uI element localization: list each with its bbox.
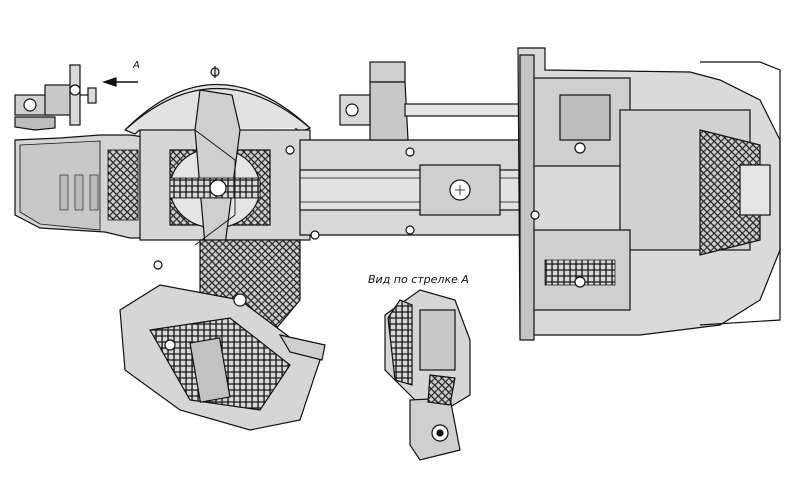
bolts [153,145,540,270]
differential-housing [139,89,311,246]
left-housing [14,134,166,239]
shift-lever-assembly [14,64,97,131]
drive-motor-assembly [119,239,326,431]
view-caption: Вид по стрелке А [368,273,469,286]
view-arrow [102,77,138,87]
view-a-detail [384,289,471,461]
arrow-label: A [133,60,140,71]
wheel-hub [517,47,781,341]
